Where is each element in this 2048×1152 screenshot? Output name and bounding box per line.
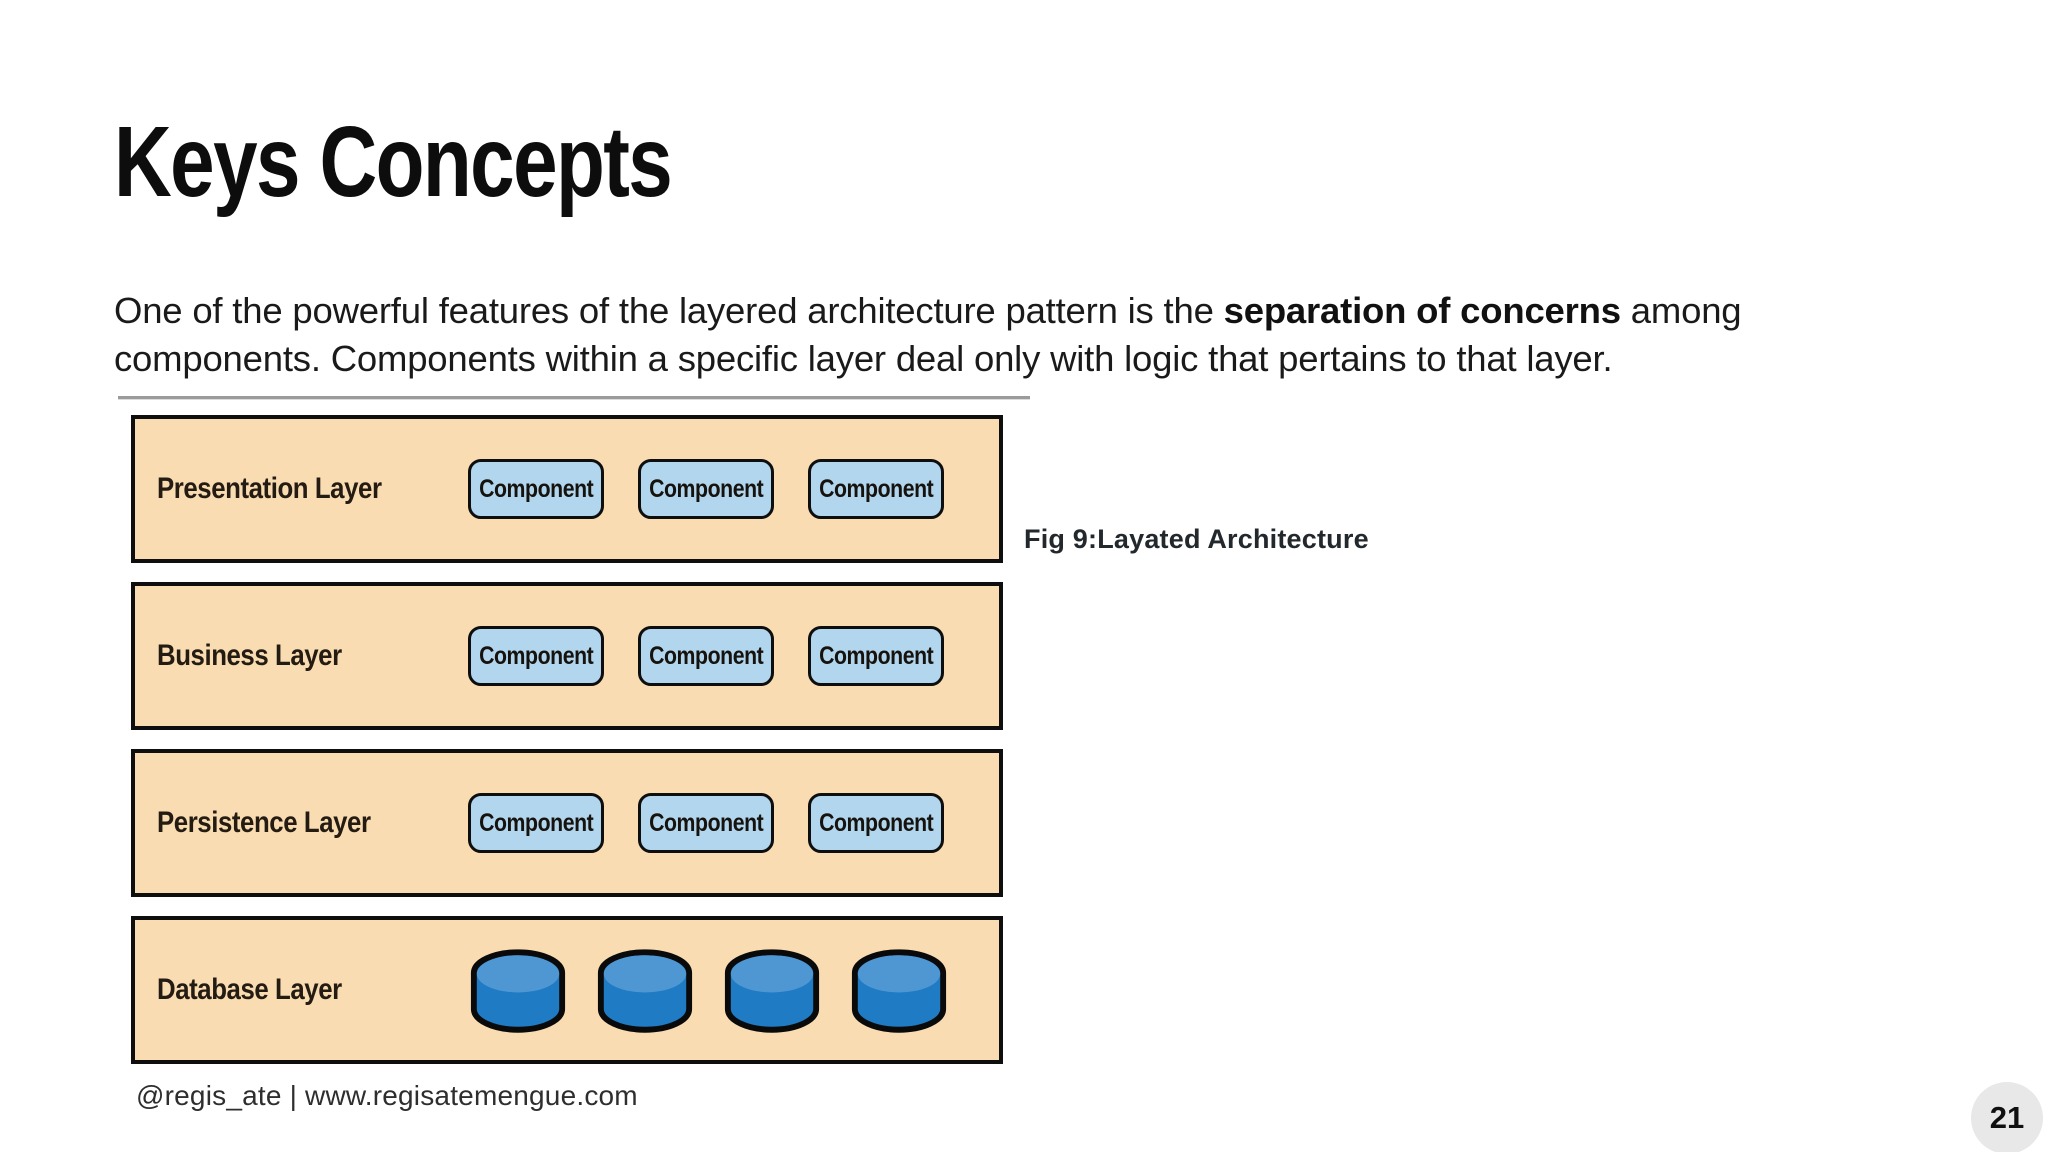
component-group: Component Component Component: [468, 793, 944, 853]
layer-label: Persistence Layer: [157, 806, 371, 839]
component-label: Component: [648, 808, 764, 837]
layer-label: Business Layer: [157, 639, 342, 672]
page-title: Keys Concepts: [114, 112, 810, 212]
component-box: Component: [638, 626, 774, 686]
intro-bold-phrase: separation of concerns: [1223, 289, 1621, 331]
database-cylinder-group: [467, 946, 950, 1037]
database-cylinder-icon: [851, 949, 947, 1033]
page-number: 21: [1989, 1100, 2025, 1135]
component-group: Component Component Component: [468, 459, 944, 519]
page-number-badge: 21: [1971, 1082, 2043, 1152]
component-box: Component: [468, 793, 604, 853]
component-label: Component: [648, 474, 764, 503]
intro-text-after: among components. Components within a sp…: [114, 289, 1742, 379]
footer-credit: @regis_ate | www.regisatemengue.com: [136, 1080, 638, 1111]
component-box: Component: [638, 459, 774, 519]
component-box: Component: [808, 626, 944, 686]
layer-row-database: Database Layer: [131, 916, 1003, 1064]
component-label: Component: [478, 641, 594, 670]
layer-label: Database Layer: [157, 973, 342, 1006]
layer-label: Presentation Layer: [157, 472, 382, 505]
layered-architecture-diagram: Presentation Layer Component Component C…: [131, 415, 1003, 1064]
database-cylinder-icon: [470, 949, 566, 1033]
layer-row-presentation: Presentation Layer Component Component C…: [131, 415, 1003, 563]
database-cylinder-icon: [597, 949, 693, 1033]
component-label: Component: [478, 474, 594, 503]
component-group: Component Component Component: [468, 626, 944, 686]
component-label: Component: [648, 641, 764, 670]
component-box: Component: [468, 459, 604, 519]
component-label: Component: [818, 641, 934, 670]
component-box: Component: [638, 793, 774, 853]
component-label: Component: [478, 808, 594, 837]
component-box: Component: [808, 793, 944, 853]
section-divider: [118, 396, 1030, 400]
figure-caption: Fig 9:Layated Architecture: [1024, 524, 1369, 554]
layer-row-business: Business Layer Component Component Compo…: [131, 582, 1003, 730]
layer-row-persistence: Persistence Layer Component Component Co…: [131, 749, 1003, 897]
component-box: Component: [808, 459, 944, 519]
page-title-text: Keys Concepts: [114, 106, 673, 218]
database-cylinder-icon: [724, 949, 820, 1033]
intro-paragraph: One of the powerful features of the laye…: [114, 287, 1954, 383]
component-label: Component: [818, 808, 934, 837]
component-box: Component: [468, 626, 604, 686]
component-label: Component: [818, 474, 934, 503]
intro-text-before: One of the powerful features of the laye…: [114, 289, 1224, 331]
